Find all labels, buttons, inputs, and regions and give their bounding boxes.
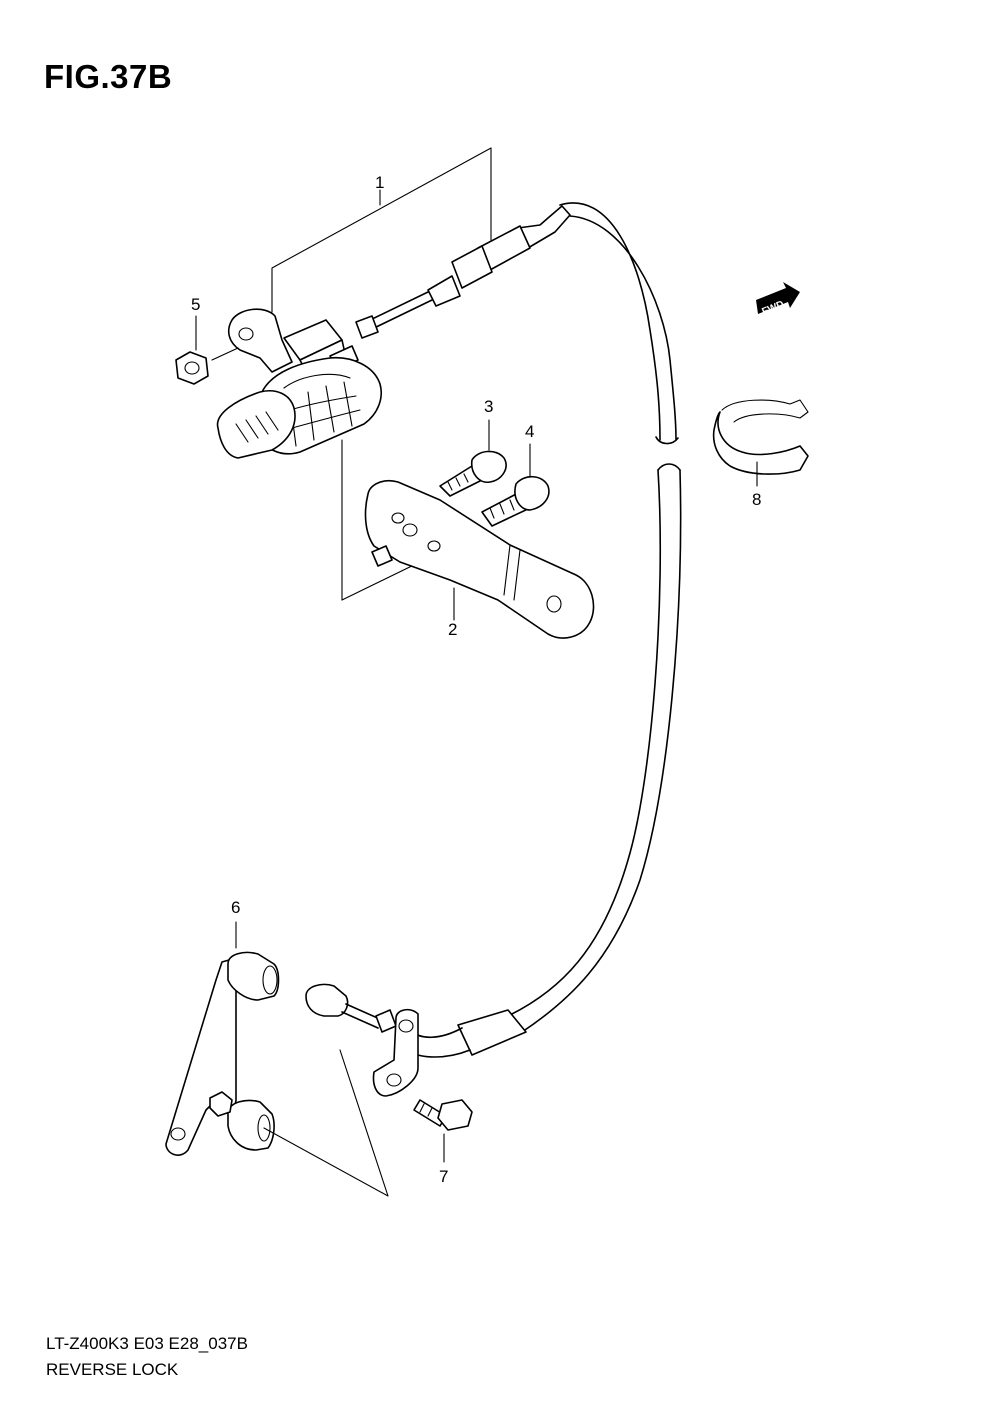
model-code: LT-Z400K3 E03 E28_037B (46, 1334, 248, 1353)
clamp-8 (712, 399, 809, 487)
callout-8: 8 (752, 490, 761, 509)
callout-4: 4 (525, 422, 534, 441)
bolt-7 (413, 1099, 473, 1163)
callout-3: 3 (484, 397, 493, 416)
screw-4 (481, 443, 550, 527)
screw-3 (439, 419, 507, 497)
nut-5 (175, 315, 239, 385)
figure-title: FIG.37B (44, 58, 173, 95)
lower-lever-6 (165, 921, 280, 1156)
callout-5: 5 (191, 295, 200, 314)
group-bracket-1 (271, 147, 492, 601)
cable-lower-end (305, 983, 419, 1097)
reverse-cable (355, 202, 682, 1058)
callout-1: 1 (375, 173, 384, 192)
reverse-lever-assembly (216, 308, 382, 459)
forward-arrow-icon: FWD (756, 282, 800, 318)
group-bracket-6 (263, 1049, 389, 1197)
diagram-caption: REVERSE LOCK (46, 1360, 179, 1379)
callout-labels: 1 2 3 4 5 6 7 8 (191, 173, 761, 1186)
callout-2: 2 (448, 620, 457, 639)
callout-6: 6 (231, 898, 240, 917)
mounting-plate-2 (364, 479, 595, 639)
callout-7: 7 (439, 1167, 448, 1186)
